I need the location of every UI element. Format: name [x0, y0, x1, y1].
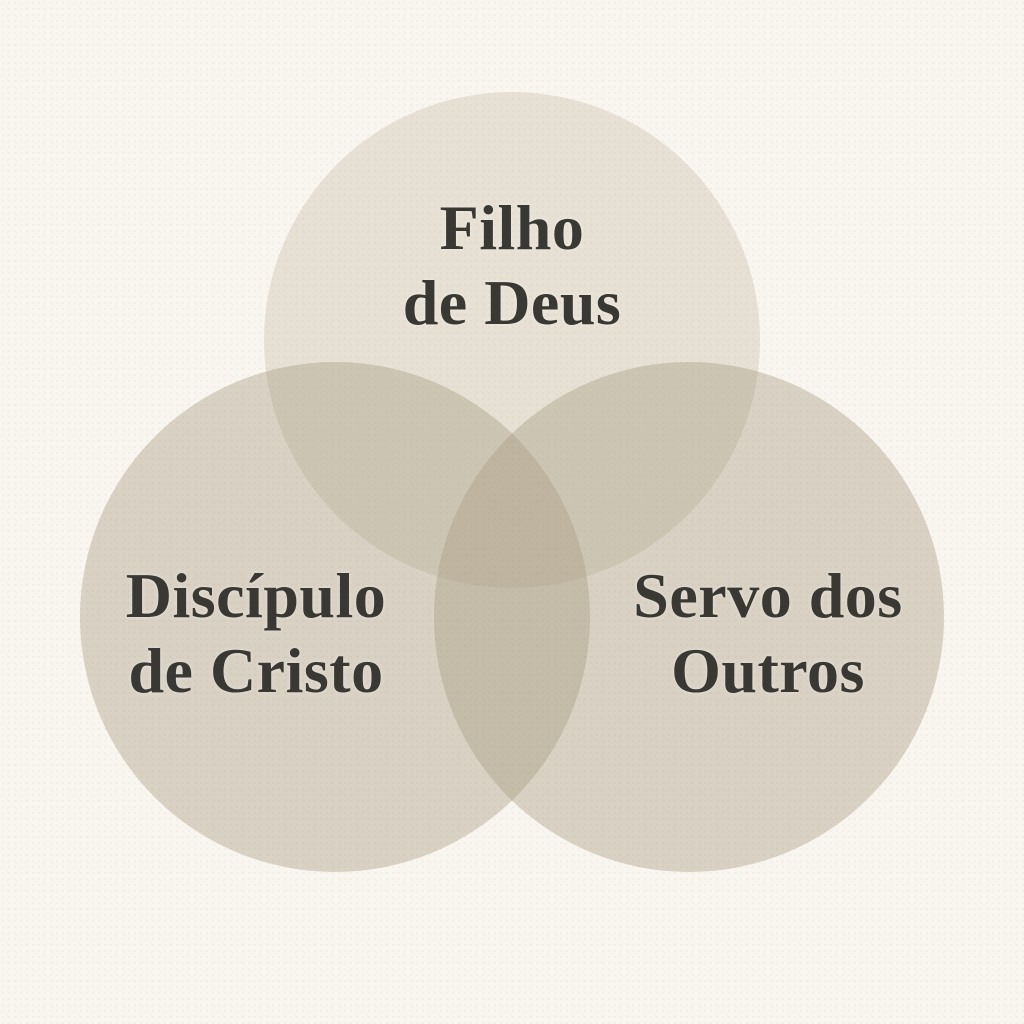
venn-label-discipulo-de-cristo-line-1: Discípulo [125, 560, 387, 631]
venn-label-servo-dos-outros: Servo dos Outros [558, 558, 978, 708]
venn-label-discipulo-de-cristo-line-2: de Cristo [128, 635, 384, 706]
venn-label-filho-de-deus-line-1: Filho [439, 192, 585, 263]
venn-label-filho-de-deus: Filho de Deus [312, 190, 712, 340]
venn-circle-servo-dos-outros [434, 362, 944, 872]
venn-label-servo-dos-outros-line-2: Outros [671, 635, 865, 706]
venn-label-filho-de-deus-line-2: de Deus [402, 267, 622, 338]
venn-label-servo-dos-outros-line-1: Servo dos [633, 560, 903, 631]
venn-circle-discipulo-de-cristo [80, 362, 590, 872]
venn-circle-filho-de-deus [264, 92, 760, 588]
venn-label-discipulo-de-cristo: Discípulo de Cristo [46, 558, 466, 708]
